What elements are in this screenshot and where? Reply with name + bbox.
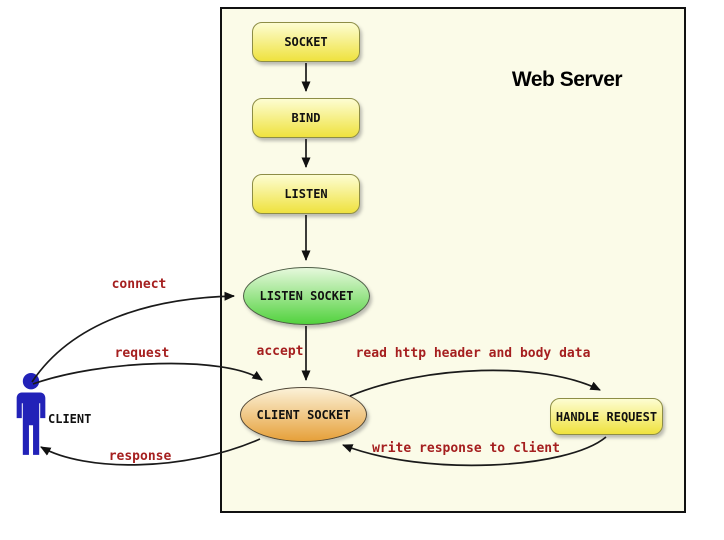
node-listen: LISTEN: [252, 174, 360, 214]
arrow-connect: [31, 291, 235, 383]
edge-label-request: request: [114, 346, 170, 361]
edge-label-accept: accept: [256, 344, 304, 359]
node-handle-request: HANDLE REQUEST: [550, 398, 663, 435]
node-bind: BIND: [252, 98, 360, 138]
node-listen-socket: LISTEN SOCKET: [243, 267, 370, 325]
edge-label-connect: connect: [111, 277, 167, 292]
diagram-title: Web Server: [511, 68, 623, 91]
edge-label-read-http: read http header and body data: [355, 346, 591, 361]
node-socket: SOCKET: [252, 22, 360, 62]
edge-label-write-response: write response to client: [372, 441, 560, 456]
edge-label-response: response: [108, 449, 172, 464]
node-client-socket: CLIENT SOCKET: [240, 387, 367, 442]
person-icon: [16, 373, 46, 455]
client-label: CLIENT: [48, 412, 92, 426]
